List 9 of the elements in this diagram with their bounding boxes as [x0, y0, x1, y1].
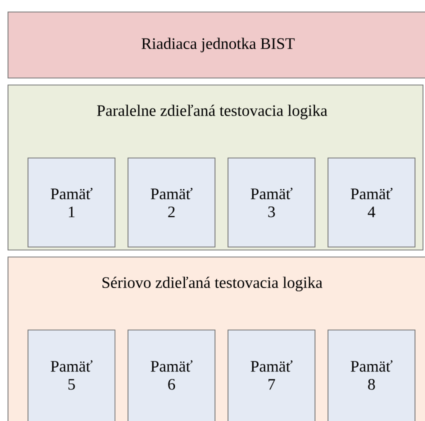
- memory-box: Pamäť 8: [328, 330, 416, 421]
- memory-box: Pamäť 3: [228, 158, 316, 248]
- memory-box: Pamäť 2: [128, 158, 216, 248]
- control-unit-band: Riadiaca jednotka BIST: [8, 12, 425, 78]
- memory-box: Pamäť 1: [28, 158, 116, 248]
- memory-box: Pamäť 6: [128, 330, 216, 421]
- memory-box: Pamäť 4: [328, 158, 416, 248]
- memory-box: Pamäť 7: [228, 330, 316, 421]
- memory-box: Pamäť 5: [28, 330, 116, 421]
